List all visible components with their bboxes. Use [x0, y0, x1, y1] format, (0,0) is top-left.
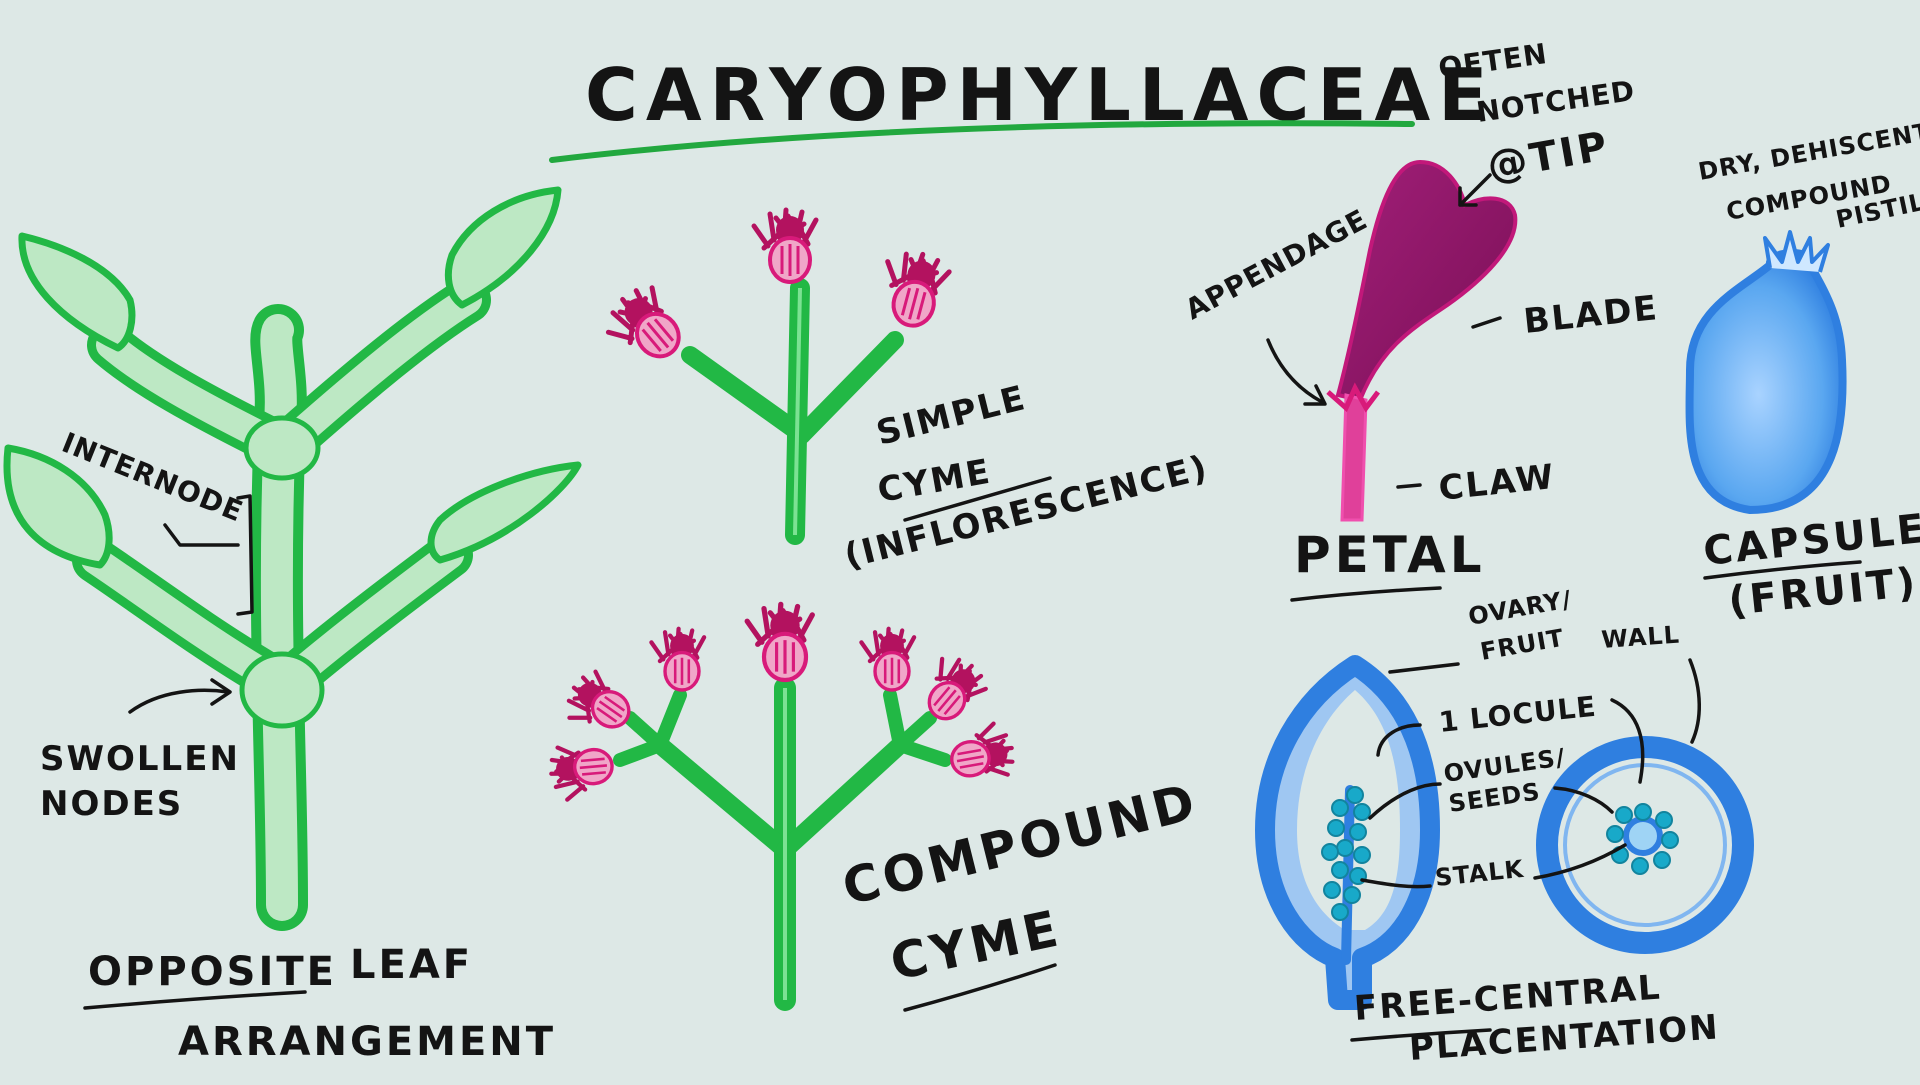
- label-nodes: Nodes: [40, 784, 183, 824]
- leaf-lower-left: [3, 444, 113, 569]
- appendage-arrow: [1266, 338, 1324, 404]
- label-fruit: Fruit: [1478, 624, 1566, 666]
- central-column: [1341, 785, 1355, 965]
- internode-leader: [163, 523, 240, 547]
- placentation-diagram: Ovary/ Fruit Wall 1 Locule Ovules/ Seeds…: [1255, 585, 1754, 1069]
- label-locule: 1 Locule: [1437, 690, 1598, 739]
- ovules-leader-left: [1368, 782, 1442, 820]
- swollen-arrowhead: [210, 678, 232, 706]
- label-swollen: Swollen: [40, 739, 240, 779]
- swollen-node: [239, 651, 325, 729]
- swollen-arrow: [128, 688, 230, 714]
- capsule-teeth: [1763, 230, 1830, 273]
- compound-cyme-line1: Compound: [837, 772, 1204, 916]
- label-claw: Claw: [1437, 457, 1557, 509]
- label-stalk: Stalk: [1434, 855, 1526, 892]
- petal-blade: [1335, 159, 1518, 403]
- petal-note-tip: @Tip: [1484, 123, 1614, 190]
- title-underline: [549, 120, 1415, 163]
- compound-cyme-line2: Cyme: [885, 899, 1066, 992]
- caption-opposite: Opposite: [88, 949, 337, 995]
- simple-cyme-line2: Cyme: [875, 452, 995, 511]
- label-blade: Blade: [1522, 288, 1661, 342]
- locule-leader-left: [1376, 723, 1422, 757]
- locule-leader-right: [1610, 698, 1645, 784]
- compound-cyme-underline: [903, 963, 1057, 1012]
- label-appendage: Appendage: [1180, 203, 1373, 327]
- title-group: Caryophyllaceae: [549, 53, 1487, 163]
- leaves: [3, 186, 582, 569]
- ovules-longitudinal: [1321, 786, 1371, 921]
- petal-note-notched: Notched: [1474, 74, 1637, 129]
- caption-petal: Petal: [1294, 526, 1486, 584]
- internode-bracket: [236, 494, 254, 616]
- flower-left: [598, 280, 692, 375]
- caption-leaf: Leaf: [350, 942, 473, 988]
- leaf-lower-right: [427, 461, 582, 564]
- wall-leader-left: [1388, 662, 1460, 674]
- upper-node: [243, 415, 321, 481]
- appendage-arrowhead: [1303, 384, 1327, 406]
- claw-leader: [1396, 483, 1422, 489]
- caption-petal-underline: [1290, 586, 1442, 602]
- caption-arrangement: Arrangement: [178, 1019, 556, 1065]
- caption-underline: [83, 990, 307, 1010]
- simple-cyme-line1: Simple: [873, 378, 1031, 454]
- label-wall: Wall: [1600, 621, 1680, 654]
- stalk-leader-left: [1360, 878, 1432, 889]
- compound-cyme-diagram: Compound Cyme: [549, 604, 1204, 1012]
- capsule-body: [1685, 249, 1847, 514]
- simple-cyme-diagram: Simple Cyme (Inflorescence): [598, 210, 1213, 577]
- ovules-leader-right: [1553, 786, 1614, 814]
- caption-capsule-underline: [1703, 560, 1862, 580]
- blade-leader: [1471, 316, 1502, 329]
- capsule-diagram: Dry, Dehiscent, Compound Pistil Capsule …: [1685, 116, 1920, 625]
- wall-leader-right: [1688, 658, 1701, 744]
- cross-section-column: [1623, 816, 1663, 856]
- notch-arrow: [1458, 173, 1492, 207]
- leaf-upper-left: [18, 232, 136, 352]
- caption-placentation-underline: [1350, 1028, 1492, 1042]
- leaf-arrangement-diagram: Internode Swollen Nodes Opposite Leaf Ar…: [3, 186, 582, 1065]
- plant-stem: [72, 277, 491, 931]
- petal-claw: [1340, 393, 1368, 522]
- petal-appendage: [1326, 382, 1380, 413]
- simple-cyme-underline: [903, 476, 1052, 522]
- flower-top: [754, 210, 816, 282]
- flower-right: [873, 246, 952, 332]
- leaf-upper-right: [444, 186, 562, 309]
- stalk-leader-right: [1533, 843, 1627, 880]
